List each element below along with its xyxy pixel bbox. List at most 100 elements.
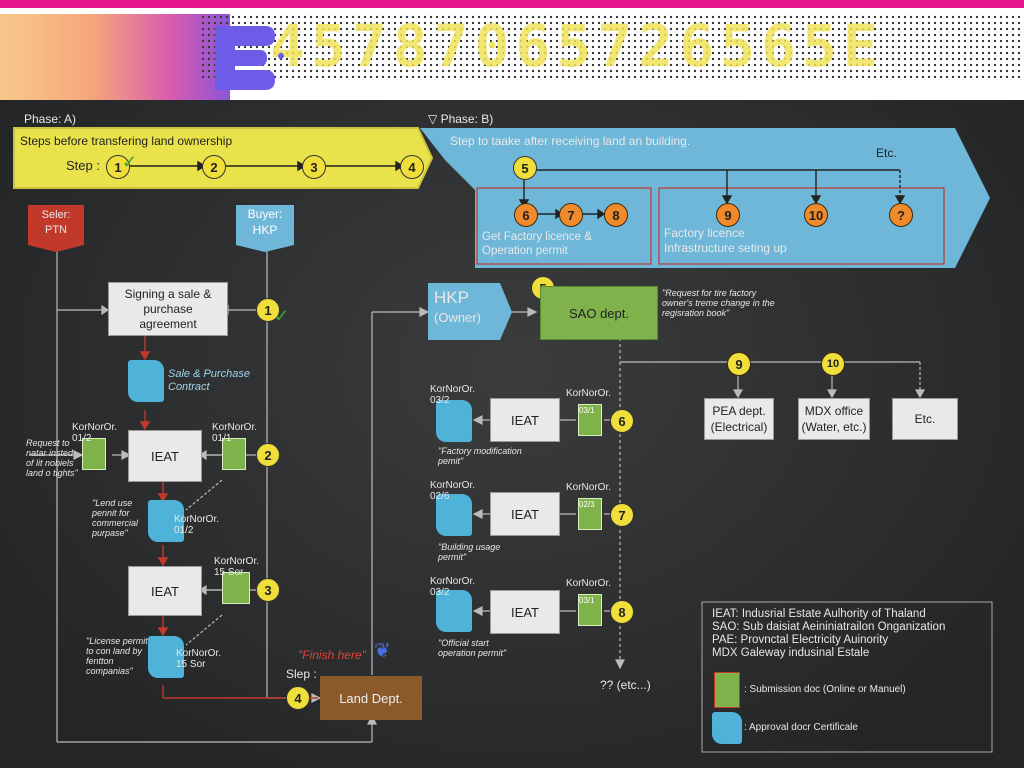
right-step-10-circle: 10	[821, 352, 845, 376]
phase-a-title: Phase: A)	[24, 112, 77, 126]
row6-cert-label: KorNorOr. 03/2	[430, 384, 476, 406]
connector-lines	[13, 127, 993, 753]
legend-sao: SAO: Sub daisiat Aeininiatrailon Onganiz…	[712, 621, 946, 633]
step-4-circle: 4	[400, 155, 424, 179]
left-step-4-circle: 4	[286, 686, 310, 710]
korno-0112-label: KorNorOr. 01/2	[174, 514, 220, 536]
ieat-box-2: IEAT	[128, 566, 202, 616]
banner-digits: 45787065726565E	[270, 12, 884, 80]
left-step-2-circle: 2	[256, 443, 280, 467]
legend-ieat: IEAT: Indusrial Estate Aulhority of Thal…	[712, 608, 926, 620]
row8-step-circle: 8	[610, 600, 634, 624]
row8-certificate-icon	[436, 590, 472, 632]
step-7-circle: 7	[559, 203, 583, 227]
banner-gradient	[0, 14, 230, 100]
korno-15sor-b-label: KorNorOr. 15 Sor	[176, 648, 222, 670]
row8-submit-code: 03/1	[579, 596, 595, 605]
buyer-line2: HKP	[252, 223, 278, 237]
finish-here-label: "Finish here"	[298, 648, 366, 662]
ieat-box-1: IEAT	[128, 430, 202, 482]
license-certificate-icon	[148, 636, 184, 678]
etc-box: Etc.	[892, 398, 958, 440]
row8-cert-label: KorNorOr. 03/2	[430, 576, 476, 598]
group2-label: Factory licence Infrastructure seting up	[664, 226, 787, 255]
step-10-circle: 10	[804, 203, 828, 227]
legend-pae: PAE: Provnctal Electricity Auinority	[712, 634, 889, 646]
legend-submission-label: : Submission doc (Online or Manuel)	[744, 684, 906, 695]
legend-approval-label: : Approval docr Certificale	[744, 722, 858, 733]
row7-submission-doc: 02/3	[578, 498, 602, 530]
phase-b-etc: Etc.	[876, 146, 897, 160]
row6-submit-code: 03/1	[579, 406, 595, 415]
note-license: "License permit to con land by fentton c…	[86, 636, 148, 676]
etc-bottom-label: ?? (etc...)	[600, 678, 651, 692]
seller-line2: PTN	[45, 224, 67, 236]
row8-submission-doc: 03/1	[578, 594, 602, 626]
step-3-circle: 3	[302, 155, 326, 179]
row7-note: "Building usage permit"	[438, 542, 501, 562]
check-icon: ✓	[122, 152, 138, 172]
step-8-circle: 8	[604, 203, 628, 227]
seller-line1: Seler:	[41, 209, 71, 221]
row6-certificate-icon	[436, 400, 472, 442]
step-2-circle: 2	[202, 155, 226, 179]
row7-ieat-box: IEAT	[490, 492, 560, 536]
contract-label: Sale & Purchase Contract	[168, 368, 250, 393]
banner-dot-pattern	[200, 14, 1024, 78]
check-icon-left: ✓	[274, 306, 290, 326]
row8-submit-label: KorNorOr.	[566, 578, 612, 589]
row6-submission-doc: 03/1	[578, 404, 602, 436]
diagram-canvas: Phase: A) Steps before transfering land …	[0, 100, 1024, 768]
row6-step-circle: 6	[610, 409, 634, 433]
left-step-3-circle: 3	[256, 578, 280, 602]
signing-agreement-box: Signing a sale & purchase agreement	[108, 282, 228, 336]
slep-label: Slep :	[286, 667, 317, 681]
row8-ieat-box: IEAT	[490, 590, 560, 634]
phase-a-step-label: Step :	[66, 158, 100, 173]
submission-doc-15sor	[222, 572, 250, 604]
row6-submit-label: KorNorOr.	[566, 388, 612, 399]
submission-doc-0102	[82, 438, 106, 470]
row6-ieat-box: IEAT	[490, 398, 560, 442]
banner-stripe	[0, 0, 1024, 8]
row7-submit-code: 02/3	[579, 500, 595, 509]
phase-b-title-text: Phase: B)	[440, 112, 494, 126]
step-9-circle: 9	[716, 203, 740, 227]
row7-cert-label: KorNorOr. 02/6	[430, 480, 476, 502]
hkp-label: HKP (Owner)	[434, 288, 481, 328]
row6-note: "Factory modification pemit"	[438, 446, 522, 466]
leaf-icon: ❦	[374, 640, 391, 662]
step-6-circle: 6	[514, 203, 538, 227]
note-request: Request to natar insted of lit nobiels l…	[26, 438, 78, 478]
triangle-down-icon: ▽	[428, 112, 441, 126]
row7-certificate-icon	[436, 494, 472, 536]
legend-submission-icon	[714, 672, 740, 708]
group1-label: Get Factory licence & Operation permit	[482, 231, 592, 257]
right-step-9-circle: 9	[727, 352, 751, 376]
land-use-certificate-icon	[148, 500, 184, 542]
sao-note: "Request for tire factory owner's treme …	[662, 288, 775, 318]
row7-step-circle: 7	[610, 503, 634, 527]
sao-dept-box: SAO dept.	[540, 286, 658, 340]
korno-0102-label: KorNorOr. 01/2	[72, 422, 118, 444]
hkp-owner: (Owner)	[434, 310, 481, 325]
phase-b-subtitle: Step to taake after receiving land an bu…	[450, 134, 691, 148]
legend-approval-icon	[712, 712, 742, 744]
hkp-title: HKP	[434, 288, 469, 307]
land-dept-box: Land Dept.	[320, 676, 422, 720]
header-banner: 45787065726565E	[0, 0, 1024, 100]
note-land-use: "Lend use pennit for commercial purpase"	[92, 498, 139, 538]
phase-a-subtitle: Steps before transfering land ownership	[20, 134, 233, 148]
brand-logo-icon	[215, 26, 284, 90]
step-1-circle: 1	[106, 155, 130, 179]
seller-label: Seler: PTN	[30, 208, 82, 238]
contract-certificate-icon	[128, 360, 164, 402]
submission-doc-0111	[222, 438, 246, 470]
buyer-line1: Buyer:	[247, 207, 283, 221]
mdx-office-box: MDX office (Water, etc.)	[798, 398, 870, 440]
korno-15sor-a-label: KorNorOr. 15 Sor	[214, 556, 260, 578]
row7-submit-label: KorNorOr.	[566, 482, 612, 493]
legend-mdx: MDX Galeway indusinal Estale	[712, 647, 870, 659]
pea-dept-box: PEA dept. (Electrical)	[704, 398, 774, 440]
korno-0111-label: KorNorOr. 01/1	[212, 422, 258, 444]
